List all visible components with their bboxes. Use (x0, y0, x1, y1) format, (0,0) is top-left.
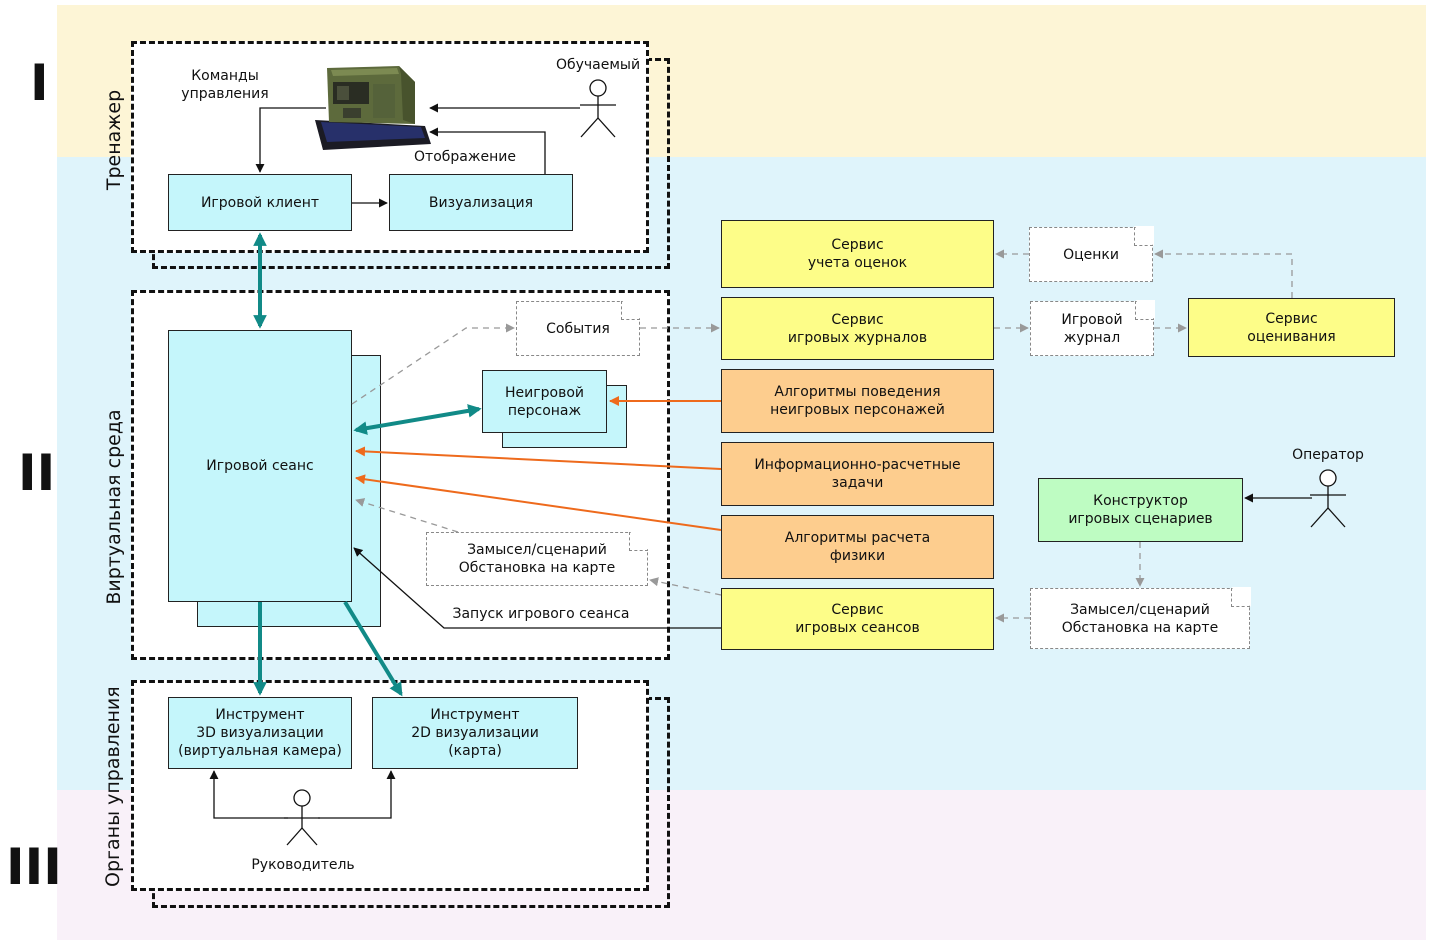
visualization-box[interactable]: Визуализация (389, 174, 573, 231)
flow-evaluation-to-scores (1154, 249, 1293, 298)
game-logs-service-box[interactable]: Сервис игровых журналов (721, 297, 994, 360)
link-session-tool2d (343, 600, 403, 697)
document-fold-icon (1231, 587, 1251, 607)
scenario-document-right-label: Замысел/сценарий Обстановка на карте (1061, 601, 1219, 636)
arrow-visualization-to-cabin (429, 127, 546, 174)
evaluation-service-box[interactable]: Сервис оценивания (1188, 298, 1395, 357)
document-fold-icon (621, 300, 641, 320)
stick-figure-actor-icon (580, 79, 616, 138)
operator-label: Оператор (1292, 447, 1364, 463)
commands-label: Команды управления (181, 68, 269, 102)
level-roman-1: I (30, 54, 49, 112)
scenario-document-left-label: Замысел/сценарий Обстановка на карте (458, 542, 616, 576)
tool-2d-box[interactable]: Инструмент 2D визуализации (карта) (372, 697, 578, 769)
npc-algorithms-box[interactable]: Алгоритмы поведения неигровых персонажей (721, 369, 994, 433)
scores-document-label: Оценки (1063, 246, 1119, 263)
scores-service-box[interactable]: Сервис учета оценок (721, 220, 994, 288)
link-session-npc (353, 404, 482, 435)
document-fold-icon (1135, 300, 1155, 320)
game-sessions-service-box[interactable]: Сервис игровых сеансов (721, 588, 994, 650)
link-physics (355, 474, 722, 531)
trainee-label: Обучаемый (555, 57, 641, 73)
scores-document[interactable]: Оценки (1029, 226, 1154, 282)
npc-box[interactable]: Неигровой персонаж (482, 370, 607, 433)
game-session-box[interactable]: Игровой сеанс (168, 330, 352, 602)
game-log-document-label: Игровой журнал (1061, 311, 1123, 346)
scenario-builder-box[interactable]: Конструктор игровых сценариев (1038, 478, 1243, 542)
events-document[interactable]: События (516, 300, 641, 356)
scenario-document-left[interactable]: Замысел/сценарий Обстановка на карте (426, 531, 649, 586)
physics-algorithms-box[interactable]: Алгоритмы расчета физики (721, 515, 994, 579)
level-roman-3: III (6, 838, 62, 896)
game-client-box[interactable]: Игровой клиент (168, 174, 352, 231)
flow-session-to-events (351, 323, 515, 405)
flow-sessions-to-scenario-left (649, 577, 722, 596)
scenario-document-right[interactable]: Замысел/сценарий Обстановка на карте (1030, 587, 1251, 649)
stick-figure-actor-icon (284, 789, 320, 846)
document-fold-icon (1134, 226, 1154, 246)
arrow-launch-session (353, 547, 721, 629)
simulator-cabin-icon (315, 66, 431, 150)
game-log-document[interactable]: Игровой журнал (1030, 300, 1155, 356)
flow-scenario-left-to-session (355, 498, 459, 533)
arrow-leader-to-tool2d (318, 770, 396, 819)
arrow-leader-to-tool3d (209, 770, 288, 819)
info-tasks-box[interactable]: Информационно-расчетные задачи (721, 442, 994, 506)
level-roman-2: II (18, 444, 56, 502)
tool-3d-box[interactable]: Инструмент 3D визуализации (виртуальная … (168, 697, 352, 769)
stick-figure-actor-icon (1310, 469, 1346, 528)
leader-label: Руководитель (251, 857, 355, 873)
events-document-label: События (546, 320, 610, 337)
link-info-tasks (355, 446, 722, 470)
arrow-commands-to-client (255, 107, 326, 173)
document-fold-icon (629, 531, 649, 551)
launch-session-label: Запуск игрового сеанса (452, 606, 630, 622)
display-label: Отображение (414, 149, 516, 165)
